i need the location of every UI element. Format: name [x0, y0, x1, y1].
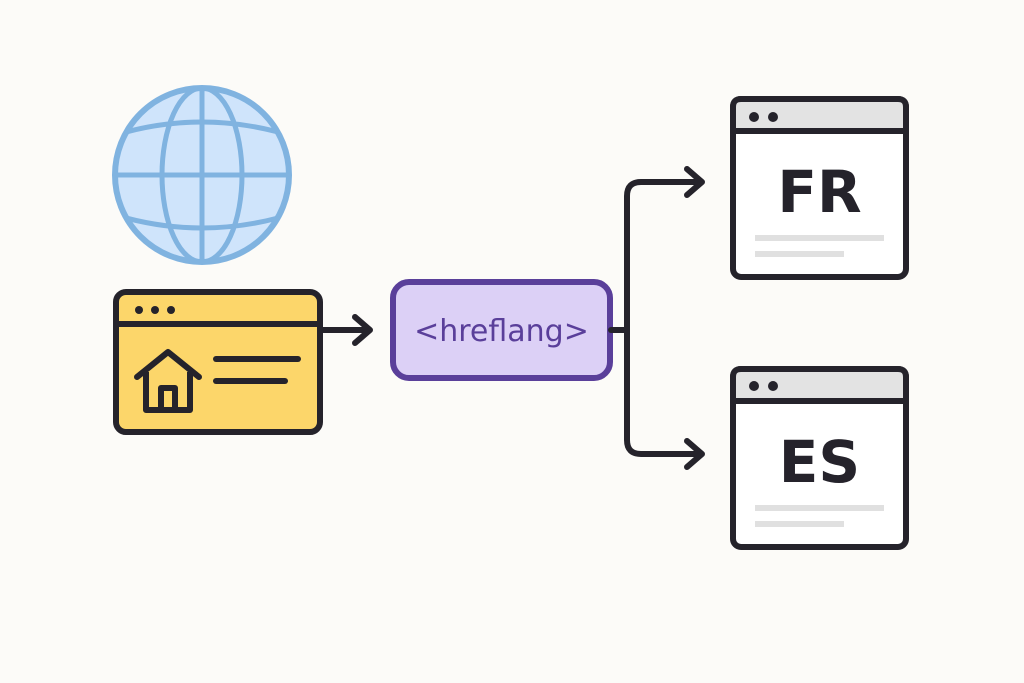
- fr-page-window: FR: [730, 96, 909, 280]
- hreflang-box: <hreflang>: [390, 279, 613, 381]
- home-icon: [134, 349, 202, 413]
- window-dot: [749, 381, 759, 391]
- es-page-label: ES: [779, 428, 860, 496]
- window-dot: [768, 112, 778, 122]
- arrow-to-fr: [684, 166, 705, 198]
- branch-connector: [608, 166, 705, 470]
- window-dot: [749, 112, 759, 122]
- window-dot: [151, 306, 159, 314]
- hreflang-label: <hreflang>: [414, 314, 589, 349]
- globe-icon: [112, 85, 292, 265]
- home-page-window: [113, 289, 323, 435]
- es-page-window: ES: [730, 366, 909, 550]
- window-dot: [167, 306, 175, 314]
- arrow-to-hreflang: [318, 314, 373, 346]
- fr-page-label: FR: [777, 158, 861, 226]
- window-dot: [768, 381, 778, 391]
- arrow-to-es: [684, 438, 705, 470]
- window-dot: [135, 306, 143, 314]
